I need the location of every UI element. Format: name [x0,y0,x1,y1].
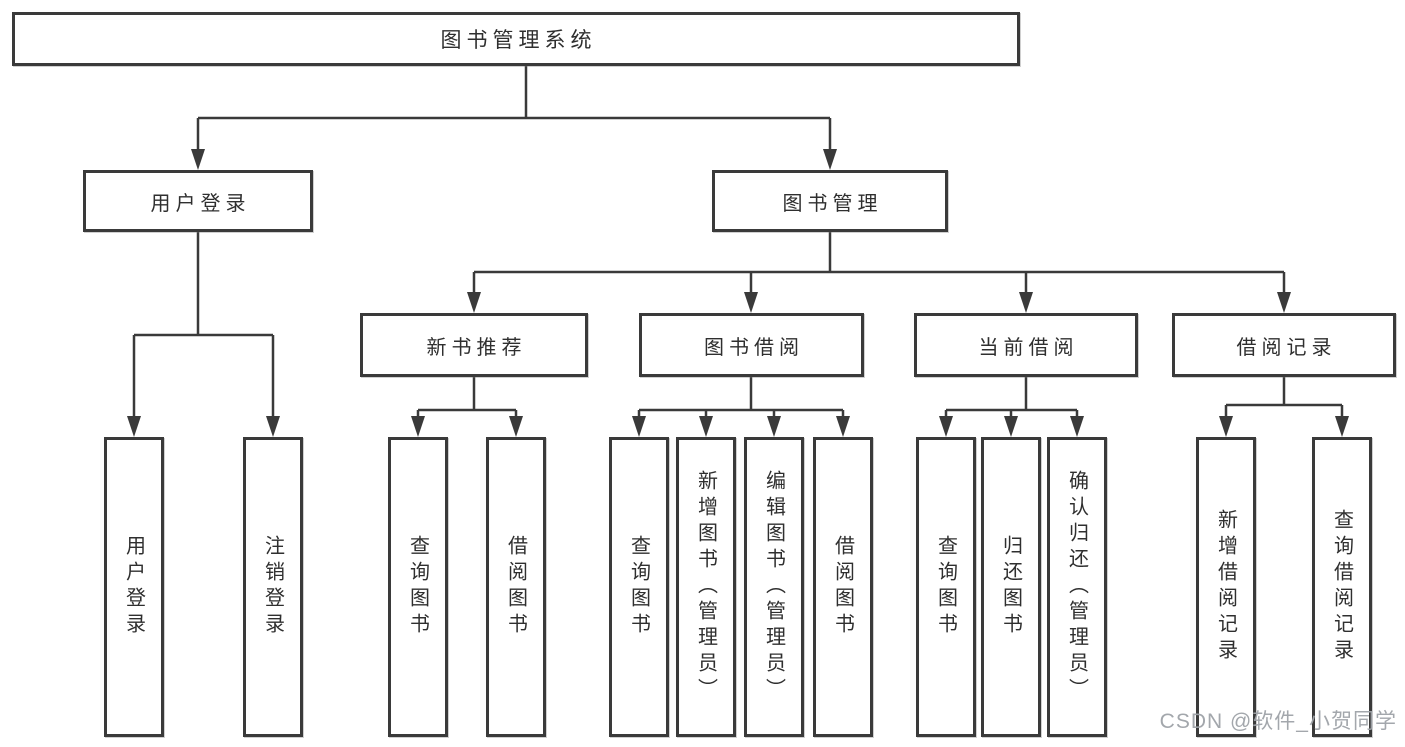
arrowhead-icons [127,149,1349,437]
leaf-user-login: 用户登录 [104,437,164,737]
node-borrowing-records: 借阅记录 [1172,313,1396,377]
leaf-query-borrow-record: 查询借阅记录 [1312,437,1372,737]
node-current-borrowing: 当前借阅 [914,313,1138,377]
leaf-query-books-recommend: 查询图书 [388,437,448,737]
leaf-borrow-books-recommend: 借阅图书 [486,437,546,737]
node-library-management-system: 图书管理系统 [12,12,1020,66]
node-book-management-branch: 图书管理 [712,170,948,232]
leaf-confirm-return-admin: 确认归还（管理员） [1047,437,1107,737]
leaf-edit-books-admin: 编辑图书（管理员） [744,437,804,737]
leaf-query-books-current: 查询图书 [916,437,976,737]
leaf-add-books-admin: 新增图书（管理员） [676,437,736,737]
leaf-return-books: 归还图书 [981,437,1041,737]
node-new-book-recommend: 新书推荐 [360,313,588,377]
leaf-query-books-borrow: 查询图书 [609,437,669,737]
node-user-login-branch: 用户登录 [83,170,313,232]
leaf-add-borrow-record: 新增借阅记录 [1196,437,1256,737]
node-book-borrowing: 图书借阅 [639,313,864,377]
leaf-logout: 注销登录 [243,437,303,737]
leaf-borrow-books: 借阅图书 [813,437,873,737]
csdn-watermark: CSDN @软件_小贺同学 [1159,710,1397,733]
